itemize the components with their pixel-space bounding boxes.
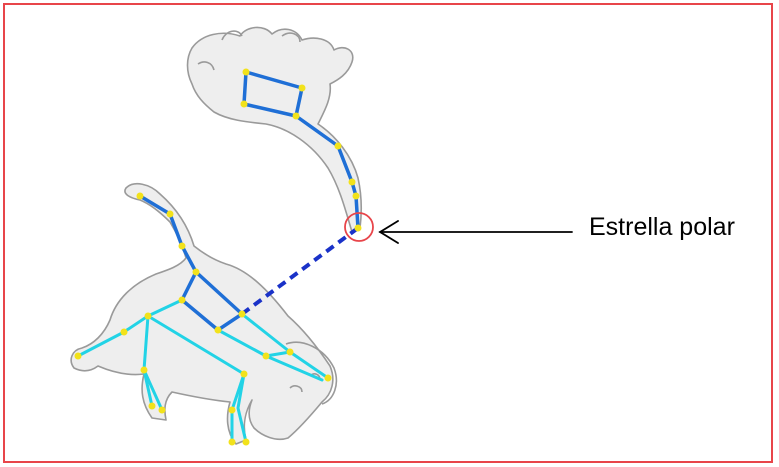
star xyxy=(292,112,300,120)
star xyxy=(214,326,222,334)
star xyxy=(74,352,82,360)
star xyxy=(158,406,166,414)
star xyxy=(324,374,332,382)
diagram-frame xyxy=(3,3,773,463)
star xyxy=(240,100,248,108)
stars xyxy=(74,68,362,446)
polaris-star xyxy=(354,224,362,232)
star xyxy=(238,310,246,318)
star xyxy=(240,370,248,378)
star xyxy=(178,242,186,250)
pointer-line xyxy=(240,226,360,316)
star xyxy=(144,312,152,320)
star xyxy=(242,68,250,76)
star xyxy=(286,348,294,356)
arrow-icon xyxy=(378,220,573,244)
star xyxy=(140,366,148,374)
star xyxy=(298,84,306,92)
polaris-label: Estrella polar xyxy=(589,213,735,241)
star xyxy=(120,328,128,336)
star xyxy=(166,210,174,218)
star xyxy=(228,438,236,446)
star xyxy=(334,142,342,150)
star xyxy=(178,296,186,304)
star xyxy=(352,192,360,200)
star xyxy=(148,402,156,410)
ursa-minor-drawing xyxy=(186,26,363,233)
star xyxy=(136,192,144,200)
star xyxy=(228,406,236,414)
star xyxy=(262,352,270,360)
ursa-major-drawing xyxy=(70,182,338,445)
star xyxy=(242,438,250,446)
star xyxy=(192,268,200,276)
star xyxy=(348,178,356,186)
polaris-highlight-circle xyxy=(344,212,374,242)
